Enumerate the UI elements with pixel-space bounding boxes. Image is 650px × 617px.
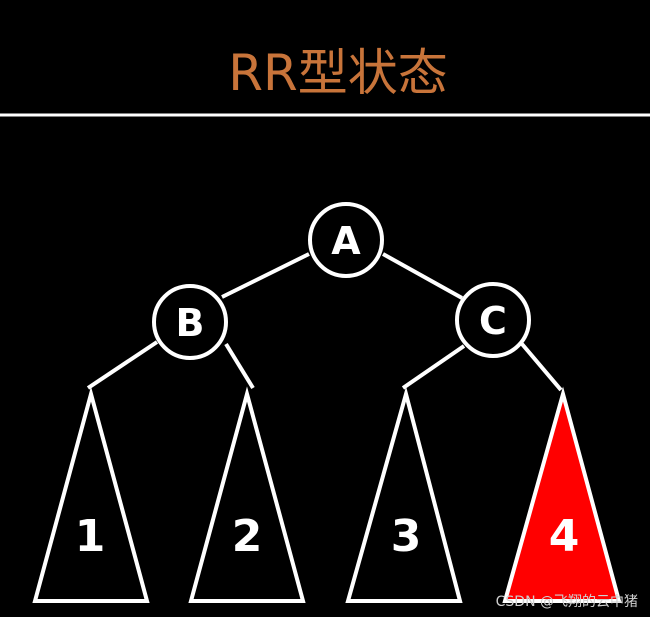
edge-b-subtree-1 [86, 340, 159, 390]
node-a-circle [308, 202, 384, 278]
subtree-4-triangle [502, 386, 622, 603]
subtree-2-triangle [188, 386, 306, 603]
watermark-text: CSDN @飞翔的云中猪 [496, 594, 638, 610]
edge-c-subtree-4 [520, 342, 563, 392]
subtree-1-triangle [32, 386, 150, 603]
subtree-4-label: 4 [549, 511, 580, 562]
subtree-1: 1 [32, 386, 150, 603]
node-b-circle [152, 284, 228, 360]
tree-nodes: A B C [152, 202, 531, 360]
subtree-3-label: 3 [391, 511, 422, 562]
edge-b-subtree-2 [224, 342, 255, 390]
node-b: B [152, 284, 228, 360]
node-c: C [455, 282, 531, 358]
subtree-4: 4 [502, 386, 622, 603]
node-b-label: B [176, 301, 205, 345]
edge-a-c [382, 252, 463, 300]
subtree-2-label: 2 [232, 511, 263, 562]
subtree-1-label: 1 [75, 511, 106, 562]
subtree-3-triangle [345, 386, 463, 603]
tree-edges [86, 252, 563, 392]
diagram-title: RR型状态 [228, 44, 447, 102]
edge-c-subtree-3 [401, 344, 466, 390]
node-a: A [308, 202, 384, 278]
node-c-label: C [479, 299, 507, 343]
subtrees: 1 2 3 4 [32, 386, 622, 603]
subtree-3: 3 [345, 386, 463, 603]
subtree-2: 2 [188, 386, 306, 603]
node-c-circle [455, 282, 531, 358]
edge-a-b [221, 252, 310, 299]
node-a-label: A [331, 219, 361, 263]
